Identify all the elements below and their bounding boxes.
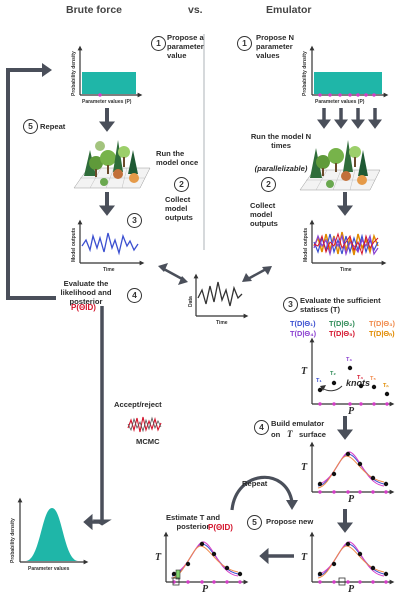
observed-data-chart xyxy=(193,273,249,319)
model-outputs-right xyxy=(309,219,387,266)
step-1-badge: 1 xyxy=(151,36,166,51)
param-axis-left: Parameter values (P) xyxy=(82,99,132,105)
t-axis-estimate: T xyxy=(155,552,162,563)
emulator-header: Emulator xyxy=(266,4,312,16)
posterior-bell xyxy=(17,497,89,565)
emulator-chart xyxy=(309,441,395,495)
propose-new-chart xyxy=(309,531,395,586)
build-emulator-surface: surface xyxy=(299,430,327,439)
knot-label-2: T₂ xyxy=(330,371,336,377)
propose-new-text: Propose new xyxy=(266,517,314,526)
p-axis-knots: P xyxy=(348,406,355,417)
p-axis-estimate: P xyxy=(202,584,209,595)
posterior-label: P(ΘID) xyxy=(71,303,96,312)
run-model-n-text: Run the model N times xyxy=(250,132,312,150)
repeat-curve-arrow xyxy=(230,475,294,511)
step-2-badge: 2 xyxy=(174,177,189,192)
build-emulator-on: on xyxy=(271,430,281,439)
time-axis-left: Time xyxy=(103,267,115,273)
mcmc-text: MCMC xyxy=(136,437,160,446)
forest-model-left xyxy=(73,140,151,189)
step-3-badge: 3 xyxy=(127,213,142,228)
build-emulator-t: T xyxy=(287,429,293,439)
accept-reject-text: Accept/reject xyxy=(114,400,162,409)
t-axis-knots: T xyxy=(301,366,308,377)
posterior-param-axis: Parameter values xyxy=(28,566,70,572)
collect-outputs-text: Collect model outputs xyxy=(165,195,193,222)
knot-label-1: T₁ xyxy=(316,378,322,384)
t-axis-propose: T xyxy=(301,552,308,563)
vs-label: vs. xyxy=(188,4,203,16)
parallelizable-text: (parallelizable) xyxy=(254,164,308,173)
knots-chart xyxy=(309,337,395,407)
t-axis-emu: T xyxy=(301,462,308,473)
emu-collect-outputs-text: Collect model outputs xyxy=(250,201,278,228)
step-4-badge: 4 xyxy=(127,288,142,303)
emu-step-4-badge: 4 xyxy=(254,420,269,435)
uniform-prior-left xyxy=(77,45,143,98)
brute-force-header: Brute force xyxy=(66,4,123,16)
stat-6: T(D|Θₙ) xyxy=(369,329,395,338)
emu-repeat-label: Repeat xyxy=(242,479,268,488)
estimate-t-text: Estimate T and posterior xyxy=(165,513,220,531)
param-axis-right: Parameter values (P) xyxy=(315,99,365,105)
prob-density-axis-right: Probability density xyxy=(302,51,308,96)
repeat-loop-arrow xyxy=(6,68,56,300)
data-time-axis: Time xyxy=(216,320,228,326)
stat-2: T(D|Θ₂) xyxy=(329,319,355,328)
stat-1: T(D|Θ₁) xyxy=(290,319,316,328)
emu-step-5-badge: 5 xyxy=(247,515,262,530)
emu-step-3-badge: 3 xyxy=(283,297,298,312)
stat-3: T(D|Θ₃) xyxy=(369,319,396,328)
emu-step-2-badge: 2 xyxy=(261,177,276,192)
data-axis: Data xyxy=(188,296,194,307)
p-axis-emu: P xyxy=(348,494,355,505)
mcmc-trace xyxy=(127,416,162,433)
posterior-density-axis: Probability density xyxy=(10,518,16,563)
forest-model-right xyxy=(299,140,381,191)
knot-label-5: T₅ xyxy=(370,376,376,382)
propose-n-text: Propose N parameter values xyxy=(256,33,294,60)
evaluate-likelihood-text: Evaluate the likelihood and posterior xyxy=(60,279,112,306)
knot-label-n: Tₙ xyxy=(383,383,389,389)
model-outputs-axis-left: Model outputs xyxy=(71,227,77,262)
stat-5: T(D|Θ₅) xyxy=(329,329,355,338)
p-axis-propose: P xyxy=(348,584,355,595)
emu-posterior-label: P(ΘID) xyxy=(208,523,233,532)
stat-4: T(D|Θ₄) xyxy=(290,329,317,338)
prob-density-axis-left: Probability density xyxy=(71,51,77,96)
knot-label-4: T₄ xyxy=(357,375,363,381)
estimate-chart xyxy=(163,531,249,586)
propose-parameter-text: Propose a parameter value xyxy=(167,33,204,60)
repeat-label: Repeat xyxy=(40,122,66,131)
knot-label-3: T₃ xyxy=(346,357,352,363)
knots-label: knots xyxy=(346,378,371,388)
build-emulator-text: Build emulator xyxy=(271,419,325,428)
model-outputs-left xyxy=(77,219,145,266)
model-outputs-axis-right: Model outputs xyxy=(303,227,309,262)
emu-step-1-badge: 1 xyxy=(237,36,252,51)
run-model-once-text: Run the model once xyxy=(156,149,199,167)
uniform-prior-right xyxy=(309,45,389,98)
step-5-badge: 5 xyxy=(23,119,38,134)
time-axis-right: Time xyxy=(340,267,352,273)
sufficient-stats-text: Evaluate the sufficient statiscs (T) xyxy=(300,296,381,314)
